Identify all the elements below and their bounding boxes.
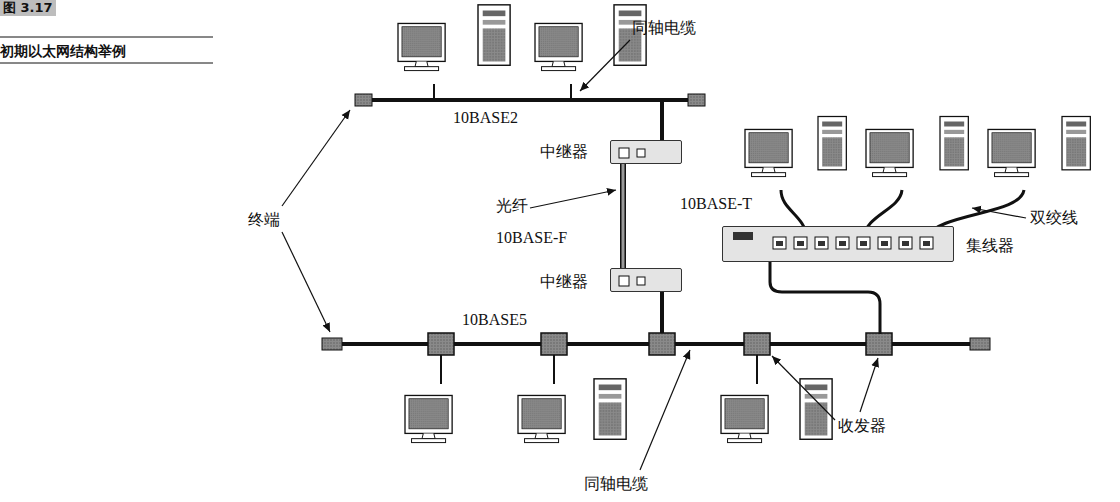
- device-label: 中继器: [540, 272, 588, 292]
- repeater-body: [610, 268, 682, 292]
- hub-body: [722, 226, 954, 262]
- standard-label: 10BASE2: [453, 108, 518, 128]
- callout-label: 收发器: [838, 416, 886, 436]
- repeater: 中继器: [540, 140, 682, 164]
- callout-label: 双绞线: [1030, 208, 1078, 228]
- hub: 集线器: [722, 226, 1032, 262]
- ports: [611, 269, 683, 293]
- callout-label: 光纤: [496, 196, 528, 216]
- ports: [611, 141, 683, 165]
- repeater: 中继器: [540, 268, 682, 292]
- repeater-body: [610, 140, 682, 164]
- figure-number: 图 3.17: [0, 0, 56, 16]
- standard-label: 10BASE5: [462, 310, 527, 330]
- callout-label: 终端: [248, 210, 280, 230]
- callout-label: 同轴电缆: [584, 474, 648, 494]
- standard-label: 10BASE-T: [680, 194, 752, 214]
- standard-label: 10BASE-F: [496, 228, 567, 248]
- ports: [723, 227, 955, 263]
- callout-label: 同轴电缆: [632, 18, 696, 38]
- figure-caption: 初期以太网结构举例: [0, 42, 126, 60]
- device-label: 中继器: [540, 142, 588, 162]
- fiber-cable: [623, 164, 624, 268]
- device-label: 集线器: [966, 236, 1014, 256]
